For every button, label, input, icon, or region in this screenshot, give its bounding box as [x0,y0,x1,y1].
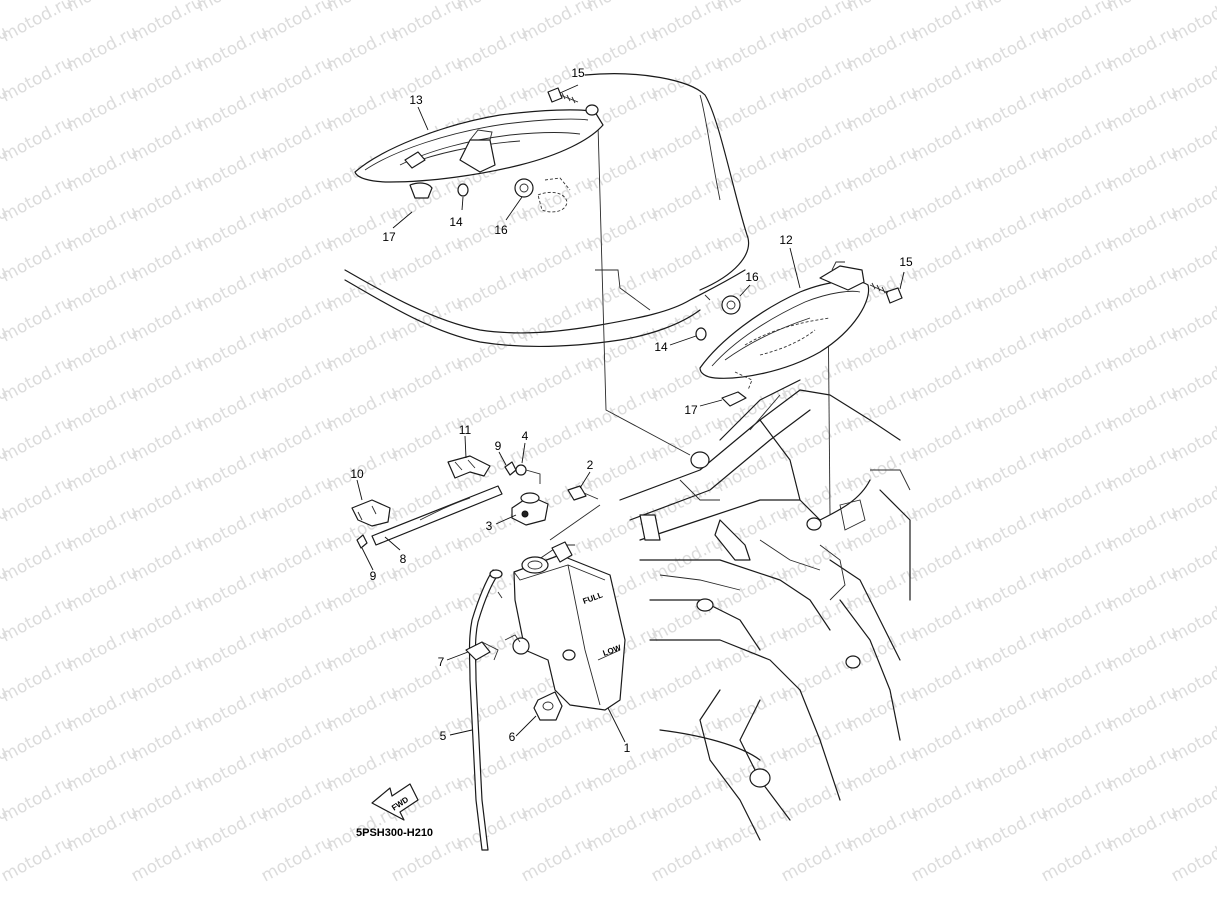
overflow-tank-1: FULL LOW [512,541,626,711]
callout-16-right: 16 [745,270,759,284]
screw-4 [515,464,541,484]
watermark-text: motod.ru [908,832,986,886]
callout-17-right: 17 [684,403,698,417]
watermark-text: motod.ru [0,412,76,466]
watermark-text: motod.ru [0,532,76,586]
watermark-text: motod.ru [0,652,76,706]
callout-16-left: 16 [494,223,508,237]
breather-hose-5 [468,569,503,851]
callout-5: 5 [440,729,447,743]
callout-3: 3 [486,519,493,533]
callout-1: 1 [624,741,631,755]
watermark-text: motod.ru [128,832,206,886]
callout-12: 12 [779,233,793,247]
nut-14-left [457,183,469,197]
callout-6: 6 [509,730,516,744]
watermark-text: motod.ru [518,832,596,886]
callout-15-top: 15 [571,66,585,80]
grommet-16-right [704,294,741,315]
callout-17-left: 17 [382,230,396,244]
watermark-text: motod.ru [0,172,76,226]
grommet-6 [533,691,563,721]
side-cover-right [699,261,870,391]
callout-9-lower: 9 [370,569,377,583]
side-cover-left [354,109,604,199]
watermark-text: motod.ru [0,832,76,886]
callout-15-right: 15 [899,255,913,269]
watermark-text: motod.ru [258,832,336,886]
watermark-text: motod.ru [388,832,466,886]
leader-lines [356,84,905,743]
clamp-10 [351,499,391,527]
clip-9-lower [356,534,368,549]
clamp-11 [447,455,491,479]
watermark-text: motod.ru [0,712,76,766]
callout-7: 7 [438,655,445,669]
clamp-7 [465,634,521,661]
tank-cap-3 [511,492,549,526]
frame-outline [344,73,911,841]
watermark-text: motod.ru [0,0,11,16]
watermark-text: motod.ru [0,772,76,826]
watermark-text: motod.ru [0,52,76,106]
callout-14-right: 14 [654,340,668,354]
watermark-text: motod.ru [778,832,856,886]
callout-14-left: 14 [449,215,463,229]
clip-17-right [721,391,747,407]
watermark-text: motod.ru [0,112,76,166]
watermark-text: motod.ru [0,352,76,406]
watermark-text: motod.ru [0,232,76,286]
bolt-15-top [547,87,599,116]
watermark-layer: motod.ru motod.ru motod.ru motod.ru motod.ru… [0,0,1217,886]
callout-10: 10 [350,467,364,481]
callout-9-upper: 9 [495,439,502,453]
watermark-text: motod.ru [1168,832,1217,886]
grommet-16-left [514,177,571,213]
watermark-text: motod.ru [648,832,726,886]
bolt-2 [567,485,599,501]
watermark-text: motod.ru [0,292,76,346]
watermark-text: motod.ru [0,592,76,646]
watermark-text: motod.ru [0,0,76,46]
nut-14-right [695,327,707,341]
bolt-15-right [869,282,903,304]
forward-direction-arrow: FWD [371,783,419,821]
watermark-text: motod.ru [0,472,76,526]
callout-4: 4 [522,429,529,443]
hose-8 [371,485,503,546]
watermark-text: motod.ru [1038,832,1116,886]
callout-13: 13 [409,93,423,107]
callout-labels: 15 13 14 16 17 12 16 15 14 17 11 9 4 2 1… [350,66,913,755]
callout-2: 2 [587,458,594,472]
callout-11: 11 [459,423,472,437]
diagram-code: 5PSH300-H210 [356,827,433,839]
callout-8: 8 [400,552,407,566]
